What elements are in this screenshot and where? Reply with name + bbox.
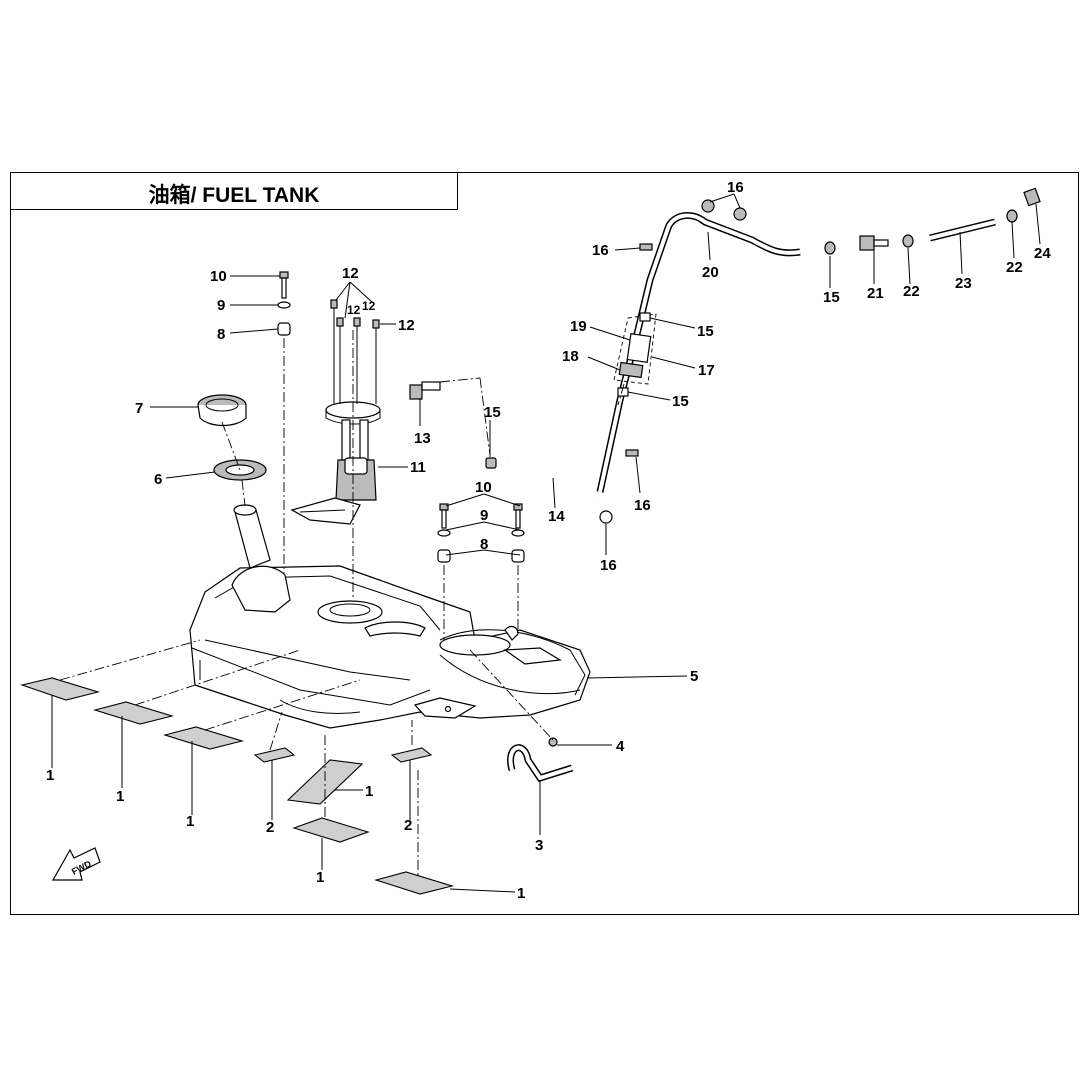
callout-9: 9 — [217, 297, 225, 314]
callout-1: 1 — [46, 767, 54, 784]
callout-12-small: 12 — [362, 299, 376, 313]
vent-line-fittings — [824, 187, 1041, 255]
fuel-hose — [506, 452, 601, 497]
callout-16: 16 — [600, 557, 617, 574]
callout-16: 16 — [592, 242, 609, 259]
callout-1: 1 — [517, 885, 525, 902]
callout-1: 1 — [365, 783, 373, 800]
callout-12-small: 12 — [347, 303, 361, 317]
callout-16: 16 — [634, 497, 651, 514]
vent-line — [598, 213, 801, 493]
callout-12: 12 — [398, 317, 415, 334]
fuel-cap — [197, 394, 247, 427]
callout-9: 9 — [480, 507, 488, 524]
fwd-arrow: FWD — [51, 847, 101, 881]
callout-22: 22 — [1006, 259, 1023, 276]
fuel-filter-group — [613, 312, 657, 397]
callout-19: 19 — [570, 318, 587, 335]
hose-clips — [599, 199, 747, 524]
callout-6: 6 — [154, 471, 162, 488]
mount-hardware-left — [277, 271, 291, 336]
rubber-pads — [20, 677, 455, 895]
callout-15: 15 — [484, 404, 501, 421]
callout-22: 22 — [903, 283, 920, 300]
pump-connector — [409, 381, 441, 400]
title-box: 油箱/ FUEL TANK — [10, 172, 458, 210]
callout-8: 8 — [217, 326, 225, 343]
callout-16: 16 — [727, 179, 744, 196]
callout-2: 2 — [266, 819, 274, 836]
callout-13: 13 — [414, 430, 431, 447]
callout-20: 20 — [702, 264, 719, 281]
callout-8: 8 — [480, 536, 488, 553]
callout-12: 12 — [342, 265, 359, 282]
fuel-tank — [189, 504, 591, 729]
callout-1: 1 — [116, 788, 124, 805]
callout-17: 17 — [698, 362, 715, 379]
callout-14: 14 — [548, 508, 565, 525]
callout-3: 3 — [535, 837, 543, 854]
drain-hose — [507, 737, 574, 783]
callout-18: 18 — [562, 348, 579, 365]
fuel-pump-assembly — [290, 401, 381, 525]
callout-2: 2 — [404, 817, 412, 834]
filler-seal-ring — [213, 459, 267, 481]
callout-1: 1 — [316, 869, 324, 886]
callout-1: 1 — [186, 813, 194, 830]
callout-15: 15 — [697, 323, 714, 340]
callout-11: 11 — [410, 459, 426, 476]
centerlines — [59, 330, 625, 875]
callout-15: 15 — [823, 289, 840, 306]
hose-clamp — [485, 457, 497, 469]
callout-10: 10 — [210, 268, 227, 285]
callout-24: 24 — [1034, 245, 1051, 262]
callout-7: 7 — [135, 400, 143, 417]
callout-5: 5 — [690, 668, 698, 685]
leader-lines — [51, 193, 1041, 893]
callout-23: 23 — [955, 275, 972, 292]
callout-4: 4 — [616, 738, 625, 755]
diagram-frame — [10, 172, 1079, 915]
callout-15: 15 — [672, 393, 689, 410]
callout-10: 10 — [475, 479, 492, 496]
callout-labels: 1 1 1 1 1 1 2 2 3 4 5 6 7 8 8 9 9 10 10 … — [46, 179, 1051, 902]
callout-21: 21 — [867, 285, 884, 302]
page-title: 油箱/ FUEL TANK — [148, 184, 320, 207]
pump-screws — [330, 299, 380, 404]
